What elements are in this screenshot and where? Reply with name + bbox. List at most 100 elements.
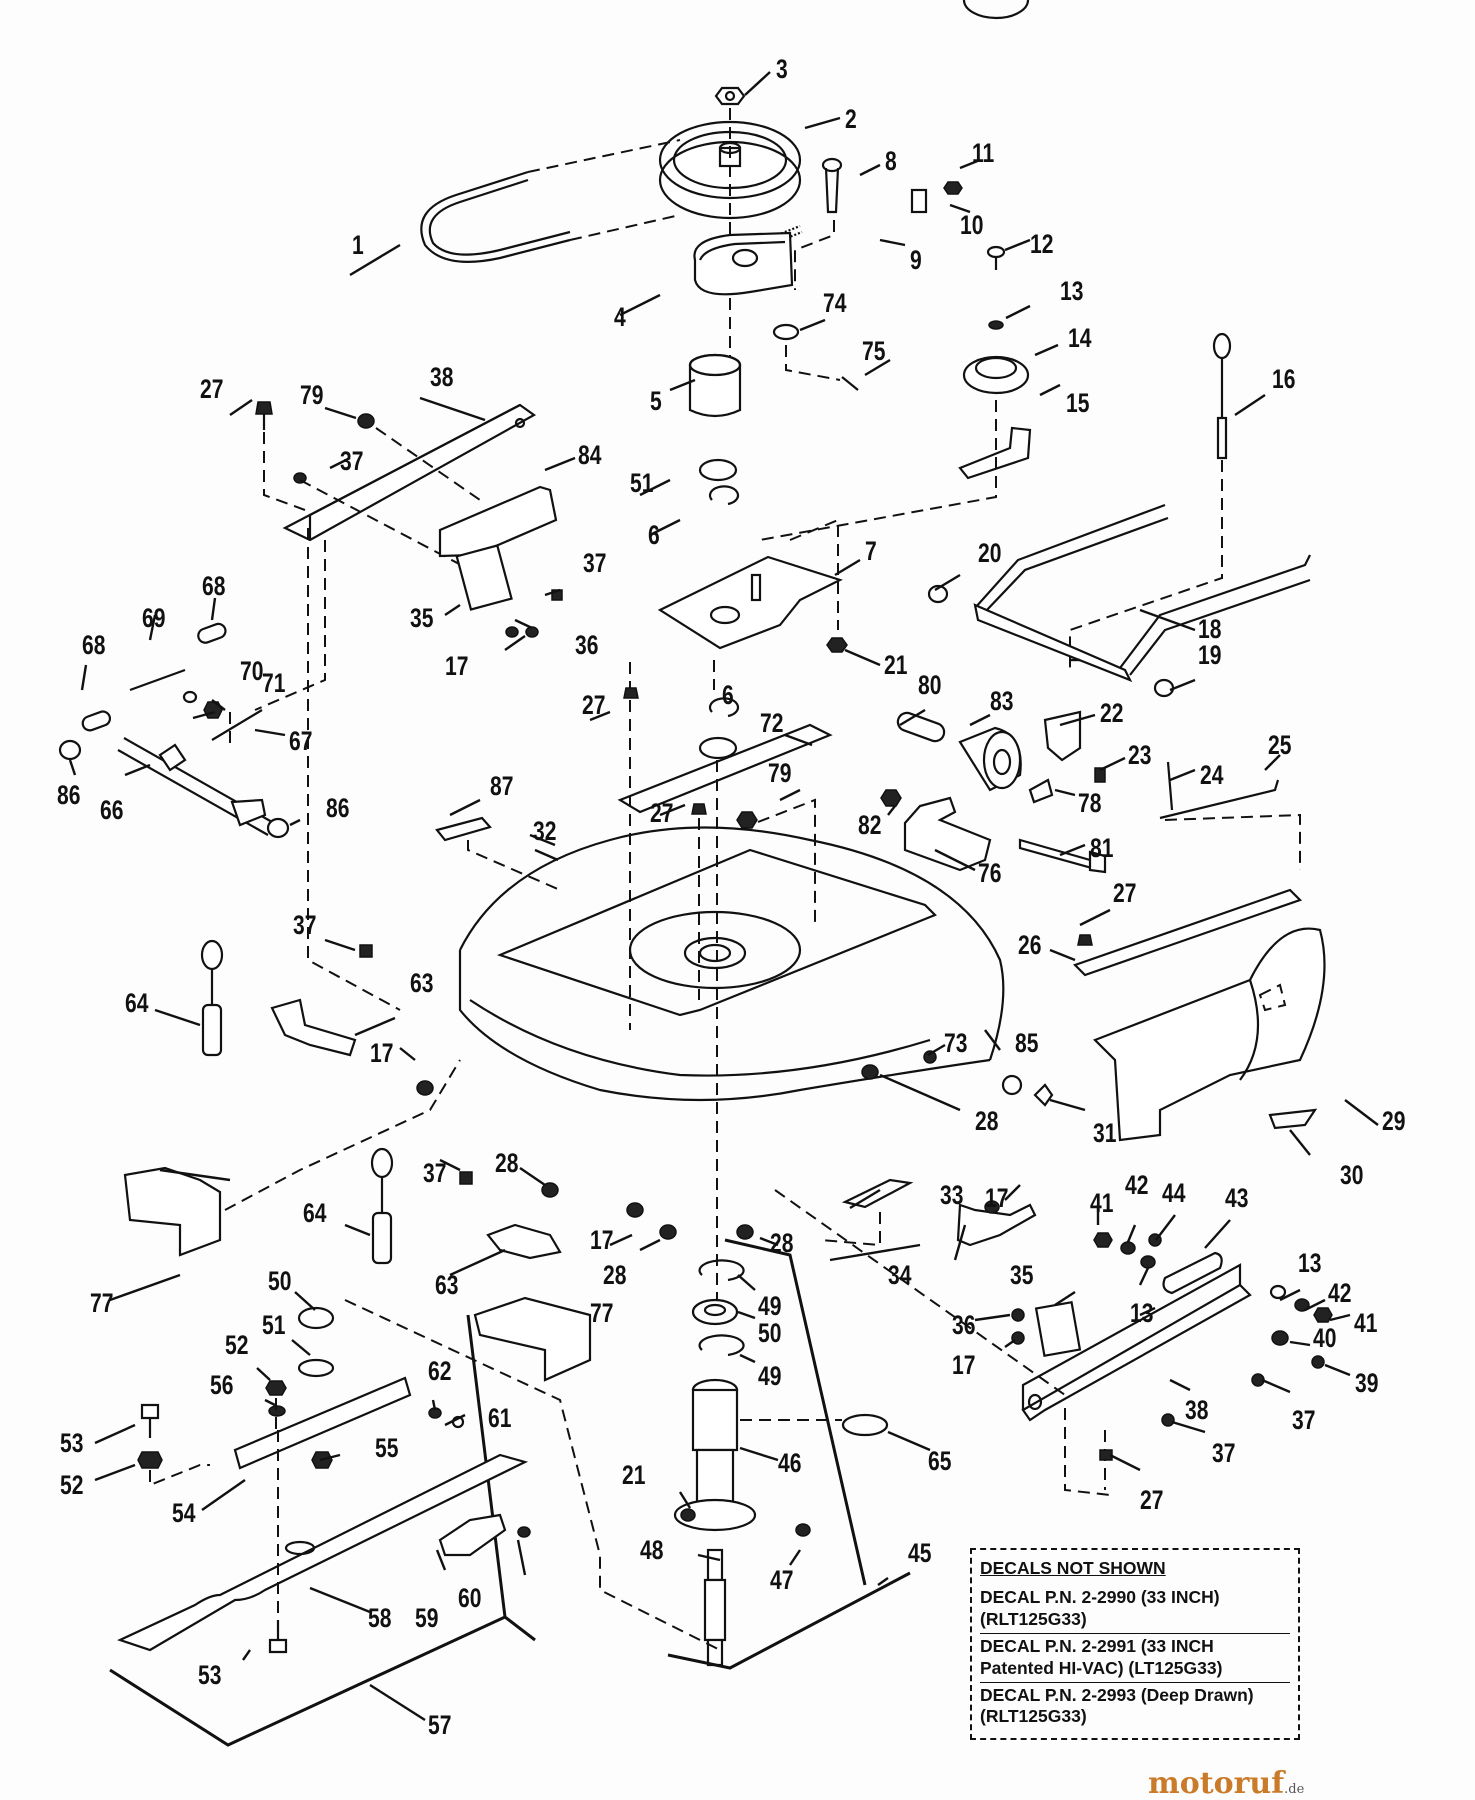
- callout-39: 39: [1355, 1368, 1379, 1398]
- hex-bolt: [1077, 934, 1093, 946]
- callout-4: 4: [614, 302, 626, 332]
- hex-bolt: [268, 1638, 288, 1654]
- bolt-head: [1088, 850, 1107, 874]
- callout-45: 45: [908, 1538, 932, 1568]
- callout-32: 32: [533, 816, 557, 846]
- callout-82: 82: [858, 810, 882, 840]
- callout-37a: 37: [340, 446, 364, 476]
- callout-52b: 52: [60, 1470, 84, 1500]
- hex-bolt: [255, 401, 273, 415]
- e-ring: [708, 697, 740, 718]
- hex-nut: [1313, 1307, 1333, 1323]
- callout-6b: 6: [722, 680, 734, 710]
- callout-13a: 13: [1060, 276, 1084, 306]
- callout-70: 70: [240, 656, 264, 686]
- callout-41b: 41: [1354, 1308, 1378, 1338]
- callout-14: 14: [1068, 323, 1092, 353]
- callout-25: 25: [1268, 730, 1292, 760]
- screw: [795, 1523, 811, 1537]
- callout-27b: 27: [582, 690, 606, 720]
- callout-36a: 36: [575, 630, 599, 660]
- callout-63b: 63: [435, 1270, 459, 1300]
- callout-5: 5: [650, 386, 662, 416]
- callout-20: 20: [978, 538, 1002, 568]
- flange-bushing: [698, 458, 738, 482]
- callout-84: 84: [578, 440, 602, 470]
- mower-deck: [458, 826, 1005, 1102]
- height-rod-left: [200, 939, 224, 1057]
- callout-59: 59: [415, 1603, 439, 1633]
- decal-entry: DECAL P.N. 2-2993 (Deep Drawn) (RLT125G3…: [980, 1684, 1254, 1727]
- gauge-roller: [958, 726, 1022, 792]
- front-support-bar: [1021, 1263, 1252, 1422]
- hex-bolt: [359, 944, 373, 958]
- callout-31: 31: [1093, 1118, 1117, 1148]
- flat-washer: [772, 323, 800, 341]
- callout-81: 81: [1090, 833, 1114, 863]
- callout-67: 67: [289, 726, 313, 756]
- callout-53b: 53: [198, 1660, 222, 1690]
- bolt: [1161, 1413, 1175, 1427]
- e-ring: [708, 485, 740, 506]
- callout-64a: 64: [125, 988, 149, 1018]
- decal-label: [841, 1178, 914, 1209]
- height-linkage: [81, 622, 273, 836]
- callout-37d: 37: [423, 1158, 447, 1188]
- callout-27c: 27: [650, 798, 674, 828]
- callout-79b: 79: [768, 758, 792, 788]
- callout-76: 76: [978, 858, 1002, 888]
- callout-35b: 35: [1010, 1260, 1034, 1290]
- lock-nut: [626, 1202, 644, 1218]
- callout-13c: 13: [1298, 1248, 1322, 1278]
- callout-51b: 51: [262, 1310, 286, 1340]
- callout-23: 23: [1128, 740, 1152, 770]
- hex-nut: [137, 1451, 163, 1469]
- callout-87: 87: [490, 771, 514, 801]
- lock-nut: [736, 811, 758, 829]
- callout-73: 73: [944, 1028, 968, 1058]
- blade-adapter: [233, 1306, 412, 1470]
- nut: [505, 626, 519, 638]
- lock-nut: [541, 1182, 559, 1198]
- callout-38a: 38: [430, 362, 454, 392]
- callout-8: 8: [885, 146, 897, 176]
- callout-85: 85: [1015, 1028, 1039, 1058]
- lock-nut: [984, 1200, 1000, 1214]
- hex-nut: [714, 86, 746, 106]
- callout-29: 29: [1382, 1106, 1406, 1136]
- callout-83: 83: [990, 686, 1014, 716]
- callout-77a: 77: [90, 1288, 114, 1318]
- callout-53a: 53: [60, 1428, 84, 1458]
- chute-mount-plate: [1072, 888, 1303, 977]
- callout-34: 34: [888, 1260, 912, 1290]
- callout-21b: 21: [622, 1460, 646, 1490]
- washer: [1269, 1284, 1287, 1300]
- decal-entry: DECAL P.N. 2-2990 (33 INCH) (RLT125G33): [980, 1585, 1290, 1634]
- callout-57: 57: [428, 1710, 452, 1740]
- clevis-pin: [821, 157, 843, 214]
- callout-38b: 38: [1185, 1395, 1209, 1425]
- hex-bolt: [459, 1171, 473, 1185]
- hex-nut: [265, 1380, 287, 1396]
- decals-not-shown-box: DECALS NOT SHOWN DECAL P.N. 2-2990 (33 I…: [970, 1548, 1300, 1740]
- callout-26: 26: [1018, 930, 1042, 960]
- callout-72: 72: [760, 708, 784, 738]
- callout-46: 46: [778, 1448, 802, 1478]
- callout-6a: 6: [648, 520, 660, 550]
- callout-40: 40: [1313, 1323, 1337, 1353]
- callout-66: 66: [100, 795, 124, 825]
- callout-18: 18: [1198, 614, 1222, 644]
- callout-17d: 17: [985, 1183, 1009, 1213]
- link-plate: [1162, 1251, 1223, 1295]
- hex-nut: [826, 637, 848, 653]
- callout-28a: 28: [975, 1106, 999, 1136]
- front-hanger-bracket: [473, 1296, 592, 1382]
- callout-74: 74: [823, 288, 847, 318]
- callout-17b: 17: [370, 1038, 394, 1068]
- callout-50b: 50: [758, 1318, 782, 1348]
- decal-label: [1268, 1108, 1318, 1130]
- callout-44: 44: [1162, 1178, 1186, 1208]
- callout-2: 2: [845, 104, 857, 134]
